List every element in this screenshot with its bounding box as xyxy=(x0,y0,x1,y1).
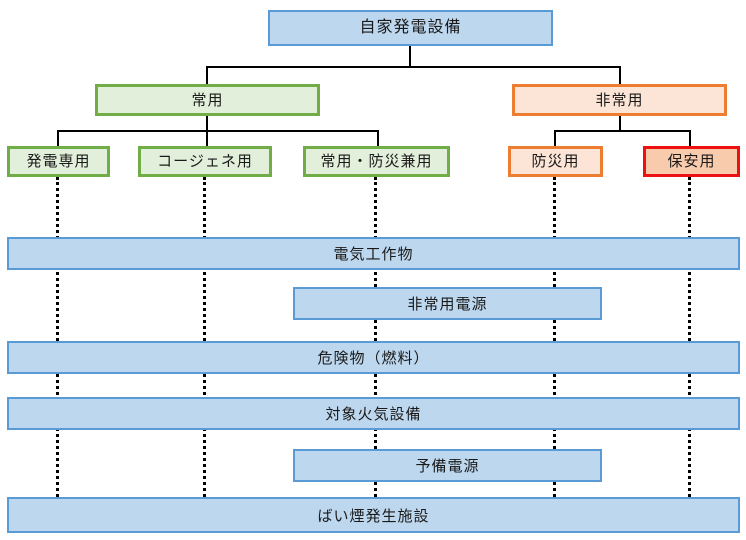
connector-hijoyo-drop xyxy=(619,66,621,84)
connector-leaf1-drop xyxy=(57,130,59,146)
leaf-node-disaster-prevention: 防災用 xyxy=(508,146,603,177)
bar-label: 予備電源 xyxy=(415,458,480,475)
dotted-line-security xyxy=(688,177,691,497)
leaf-node-cogeneration: コージェネ用 xyxy=(138,146,272,177)
dotted-line-disaster-prevention xyxy=(553,177,556,497)
connector-hijoyo-down xyxy=(619,116,621,132)
bar-backup-power-source: 予備電源 xyxy=(293,449,602,482)
node-emergency-use: 非常用 xyxy=(512,84,727,116)
bar-label: 危険物（燃料） xyxy=(317,350,430,367)
dotted-line-cogeneration xyxy=(203,177,206,497)
root-node-private-power-generation: 自家発電設備 xyxy=(268,10,553,46)
bar-electrical-installation: 電気工作物 xyxy=(7,237,740,270)
leaf-node-dual-use: 常用・防災兼用 xyxy=(303,146,450,177)
connector-root-down xyxy=(409,46,411,68)
connector-leaf5-drop xyxy=(689,130,691,146)
bar-label: 非常用電源 xyxy=(407,296,488,313)
node-regular-use: 常用 xyxy=(95,84,320,116)
bar-hazardous-materials-fuel: 危険物（燃料） xyxy=(7,341,740,374)
connector-level3-right-horizontal xyxy=(554,130,691,132)
leaf-label: 常用・防災兼用 xyxy=(320,153,433,170)
node-regular-use-label: 常用 xyxy=(191,91,224,109)
root-node-label: 自家発電設備 xyxy=(359,19,462,36)
bar-emergency-power-source: 非常用電源 xyxy=(293,287,602,320)
connector-leaf3-drop xyxy=(377,130,379,146)
connector-level3-left-horizontal xyxy=(57,130,379,132)
connector-joyo-drop xyxy=(206,66,208,84)
dotted-line-power-generation-only xyxy=(56,177,59,497)
dotted-line-dual-use xyxy=(374,177,377,497)
bar-label: 対象火気設備 xyxy=(325,406,422,423)
connector-leaf4-drop xyxy=(554,130,556,146)
leaf-label: 発電専用 xyxy=(26,153,91,170)
leaf-label: 防災用 xyxy=(531,153,580,170)
node-emergency-use-label: 非常用 xyxy=(595,91,644,109)
bar-label: ばい煙発生施設 xyxy=(317,507,430,525)
bar-label: 電気工作物 xyxy=(333,246,414,263)
leaf-label: コージェネ用 xyxy=(157,153,253,170)
bar-smoke-emitting-facility: ばい煙発生施設 xyxy=(7,497,740,533)
connector-level2-horizontal xyxy=(206,66,621,68)
leaf-label: 保安用 xyxy=(667,153,716,170)
leaf-node-power-generation-only: 発電専用 xyxy=(7,146,110,177)
bar-designated-fire-equipment: 対象火気設備 xyxy=(7,397,740,430)
leaf-node-security: 保安用 xyxy=(643,146,740,177)
